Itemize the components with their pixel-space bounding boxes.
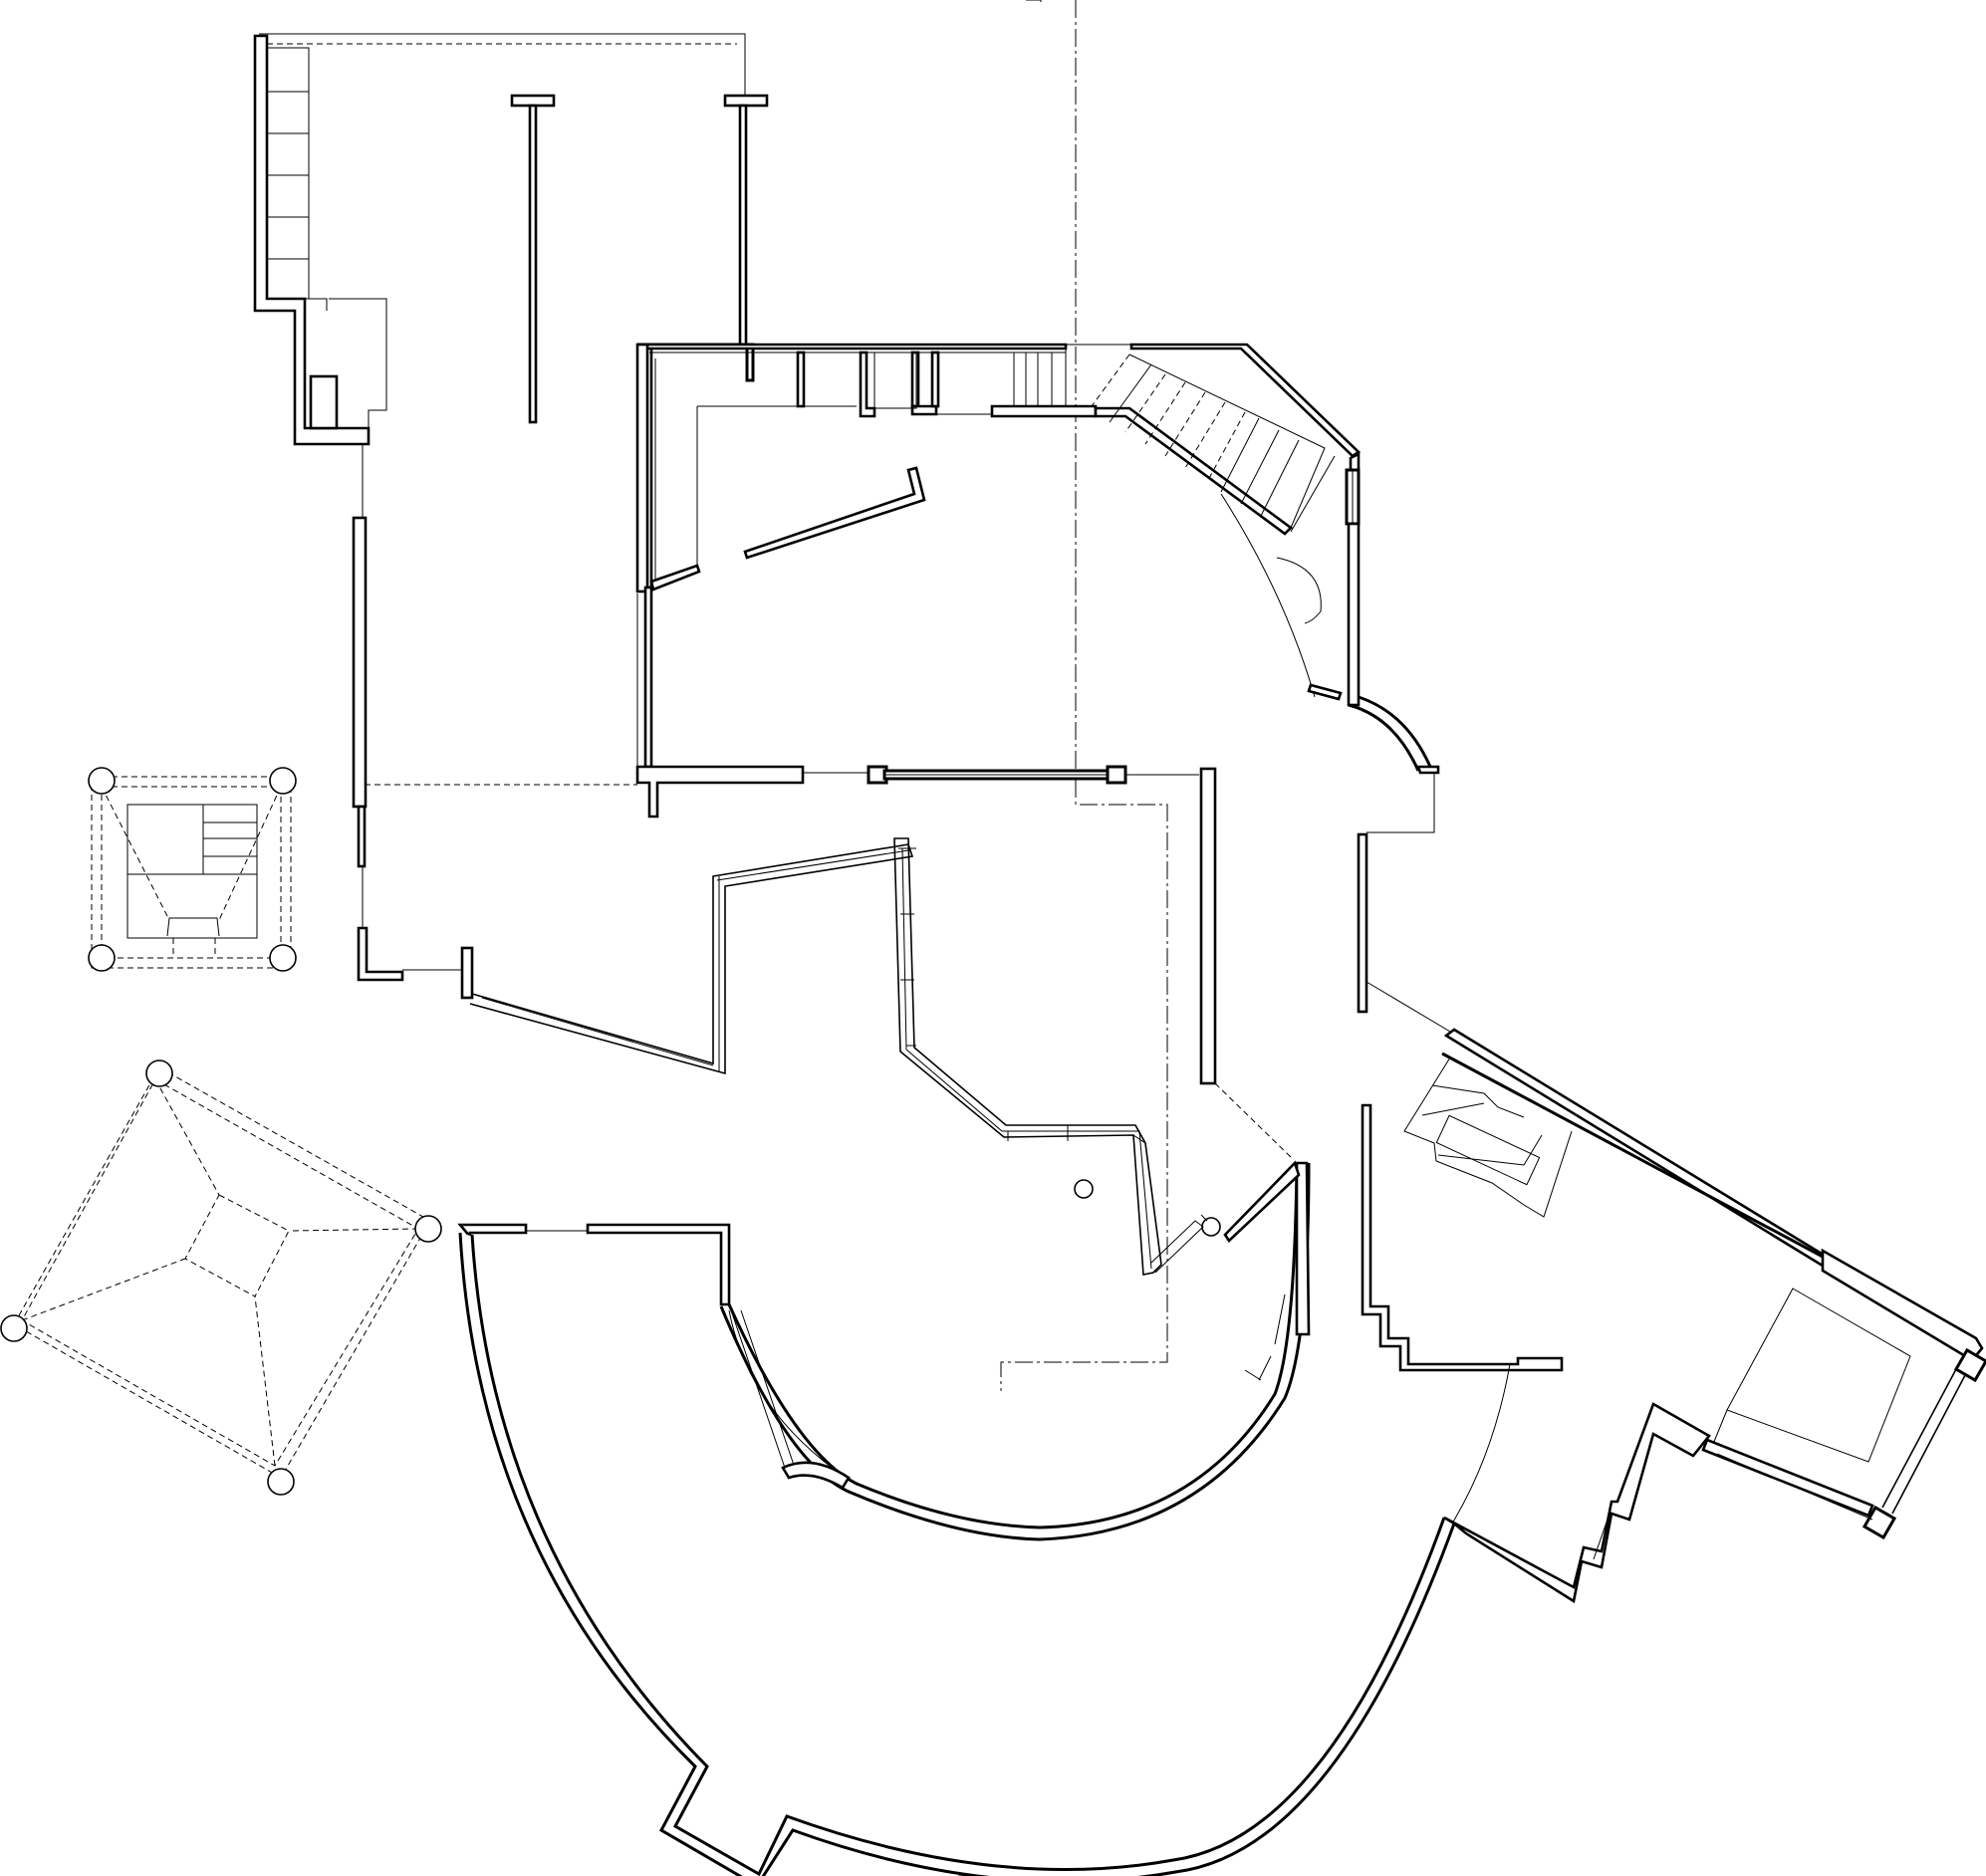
column-circle	[88, 767, 116, 795]
column-circle	[414, 1215, 442, 1243]
south-curved-wing	[457, 1160, 1456, 1876]
square-pavilion	[88, 767, 297, 972]
diamond-pavilion	[0, 1059, 442, 1496]
column-circle	[267, 1468, 295, 1496]
column-circle	[88, 944, 116, 972]
northeast-stair-tower	[1091, 343, 1440, 833]
east-wing	[1361, 1028, 1986, 1604]
column-circle	[0, 1314, 28, 1342]
column-circle	[269, 767, 297, 795]
glazed-gallery	[460, 837, 1221, 1276]
north-central-block	[635, 343, 1131, 819]
centerline-axes	[958, 0, 1168, 1876]
northwest-wing	[253, 33, 769, 982]
column-circle	[145, 1059, 173, 1087]
middle-corridor	[803, 765, 1451, 1160]
column-circle	[269, 944, 297, 972]
